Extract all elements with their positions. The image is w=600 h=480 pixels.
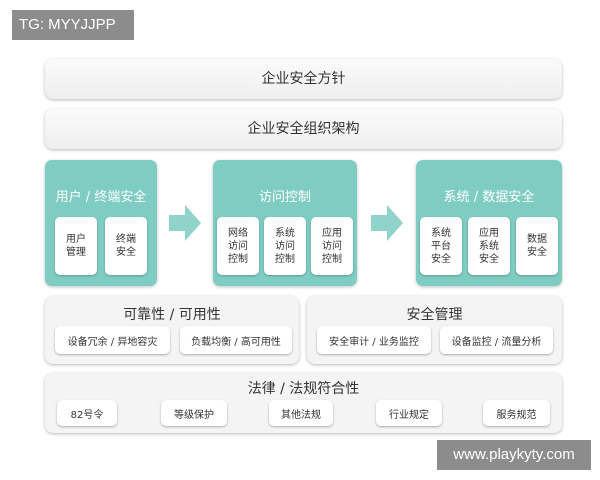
- security-management-panel: 安全管理 安全审计 / 业务监控 设备监控 / 流量分析: [307, 296, 562, 364]
- org-structure-bar: 企业安全组织架构: [45, 109, 562, 149]
- arrow-right-icon: [371, 205, 403, 241]
- tile-network-access-control: 网络 访问 控制: [217, 217, 259, 275]
- chip-industry-rules: 行业规定: [376, 400, 442, 426]
- tile-system-access-control: 系统 访问 控制: [264, 217, 306, 275]
- security-management-title: 安全管理: [406, 307, 463, 323]
- user-terminal-security-group: 用户 / 终端安全 用户 管理 终端 安全: [45, 160, 157, 286]
- chip-device-traffic-analysis: 设备监控 / 流量分析: [440, 326, 553, 354]
- chip-load-balancing-ha: 负载均衡 / 高可用性: [180, 326, 292, 354]
- system-data-security-group: 系统 / 数据安全 系统 平台 安全 应用 系统 安全 数据 安全: [416, 160, 562, 286]
- chip-graded-protection: 等级保护: [161, 400, 227, 426]
- org-structure-bar-label: 企业安全组织架构: [247, 121, 360, 137]
- compliance-title: 法律 / 法规符合性: [247, 381, 360, 397]
- reliability-availability-title: 可靠性 / 可用性: [123, 307, 221, 323]
- tile-application-access-control: 应用 访问 控制: [311, 217, 353, 275]
- access-control-group: 访问控制 网络 访问 控制 系统 访问 控制 应用 访问 控制: [213, 160, 357, 286]
- chip-other-regulations: 其他法规: [269, 400, 333, 426]
- tile-data-security: 数据 安全: [516, 217, 558, 275]
- system-data-security-title: 系统 / 数据安全: [443, 190, 535, 205]
- tile-user-management: 用户 管理: [55, 217, 97, 275]
- chip-redundancy-disaster-recovery: 设备冗余 / 异地容灾: [55, 326, 170, 354]
- user-terminal-security-title: 用户 / 终端安全: [55, 190, 147, 205]
- compliance-panel: 法律 / 法规符合性 82号令 等级保护 其他法规 行业规定 服务规范: [45, 373, 562, 433]
- watermark-top-left: TG: MYYJJPP: [12, 10, 134, 40]
- policy-bar-label: 企业安全方针: [261, 71, 346, 87]
- access-control-title: 访问控制: [258, 190, 311, 205]
- chip-service-standards: 服务规范: [483, 400, 550, 426]
- tile-application-system-security: 应用 系统 安全: [468, 217, 510, 275]
- tile-terminal-security: 终端 安全: [105, 217, 147, 275]
- tile-system-platform-security: 系统 平台 安全: [420, 217, 462, 275]
- chip-audit-monitoring: 安全审计 / 业务监控: [317, 326, 431, 354]
- arrow-right-icon: [169, 205, 201, 241]
- watermark-bottom-right: www.playkyty.com: [437, 440, 591, 470]
- chip-order-82: 82号令: [57, 400, 117, 426]
- policy-bar: 企业安全方针: [45, 59, 562, 99]
- reliability-availability-panel: 可靠性 / 可用性 设备冗余 / 异地容灾 负载均衡 / 高可用性: [45, 296, 299, 364]
